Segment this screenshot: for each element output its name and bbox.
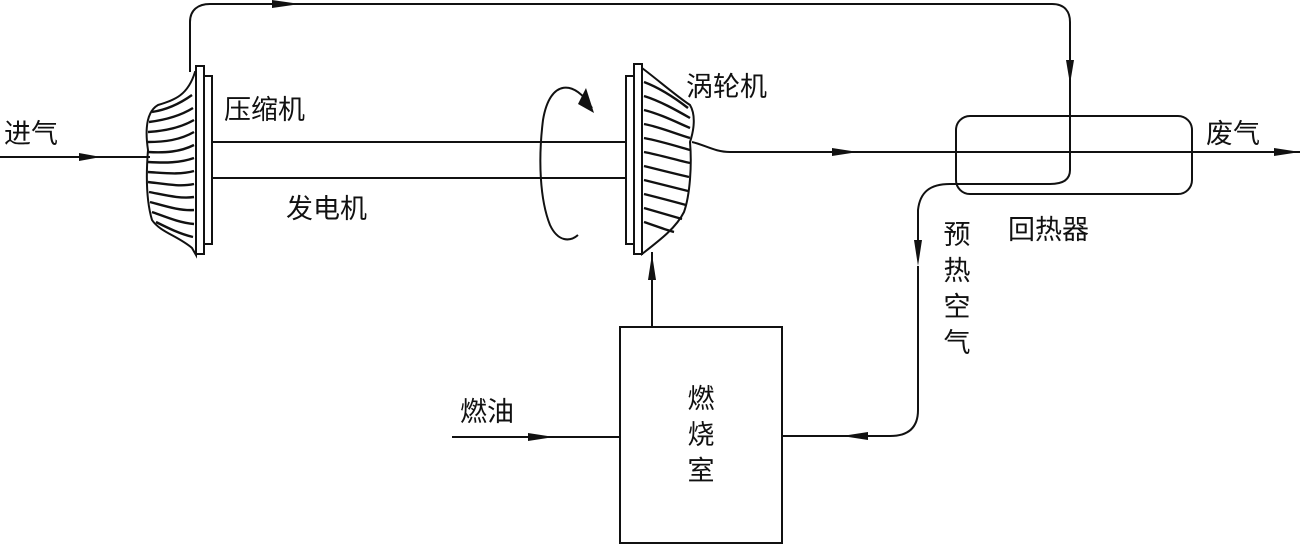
recuperator-box [955, 115, 1193, 195]
preheated-air-line [845, 266, 919, 437]
combustor-label: 燃烧室 [687, 384, 715, 487]
turbine-exhaust-line [691, 141, 1300, 153]
fuel-label: 燃油 [460, 397, 514, 428]
exhaust-label: 废气 [1206, 119, 1260, 150]
generator-label: 发电机 [286, 194, 367, 225]
recuperator-label: 回热器 [1008, 215, 1089, 246]
combustor-box [619, 326, 783, 544]
rotation-arrow [539, 86, 594, 241]
turbine-label: 涡轮机 [686, 72, 767, 103]
compressor-wheel [145, 65, 213, 259]
compressor-label: 压缩机 [224, 95, 305, 126]
turbine-wheel [625, 63, 695, 257]
preheated-air-label: 预热空气 [943, 220, 971, 359]
inlet-air-label: 进气 [4, 119, 58, 150]
compressed-air-line [189, 3, 1071, 82]
air-through-recuperator [917, 82, 1071, 252]
